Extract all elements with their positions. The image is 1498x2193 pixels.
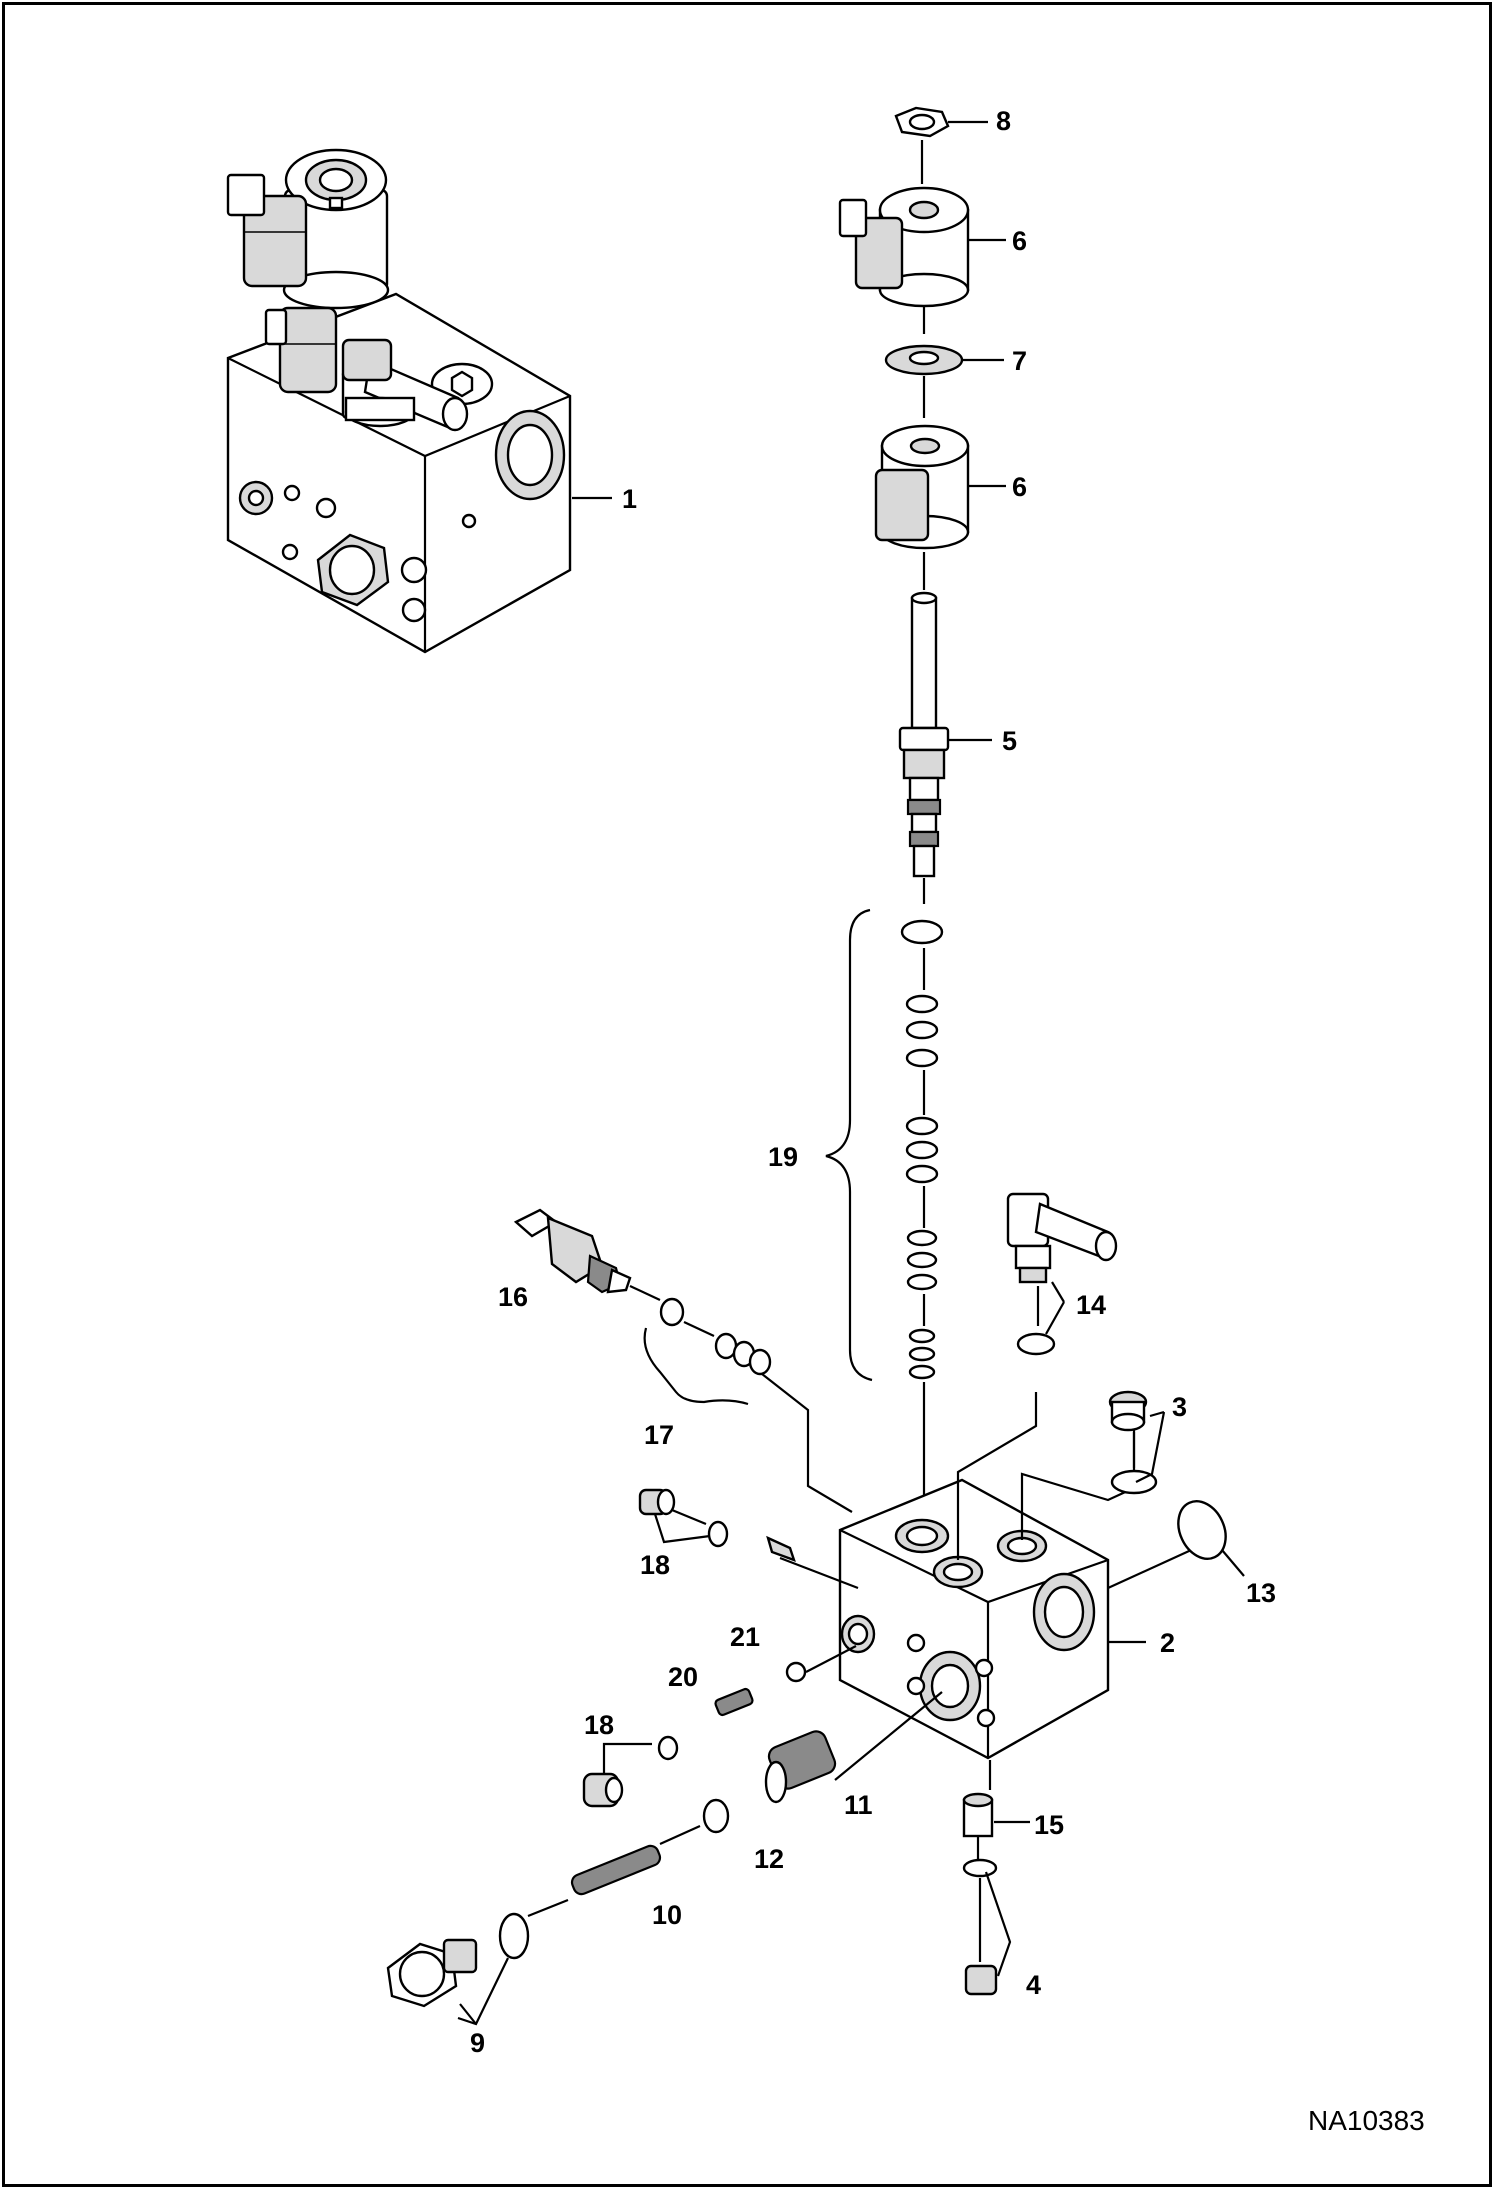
- callout-10: 10: [652, 1900, 682, 1930]
- callout-6-upper: 6: [1012, 226, 1027, 256]
- callout-7: 7: [1012, 346, 1027, 376]
- callout-4: 4: [1026, 1970, 1041, 2000]
- callout-5: 5: [1002, 726, 1017, 756]
- callout-16: 16: [498, 1282, 528, 1312]
- callout-12: 12: [754, 1844, 784, 1874]
- assembly-lines: [761, 1373, 1201, 1860]
- callout-1: 1: [622, 484, 637, 514]
- leader-lines: [572, 120, 1146, 1824]
- callout-14: 14: [1076, 1290, 1106, 1320]
- callout-3: 3: [1172, 1392, 1187, 1422]
- callout-17: 17: [644, 1420, 674, 1450]
- callout-2: 2: [1160, 1628, 1175, 1658]
- valve-assembly: [226, 148, 572, 654]
- figure-id: NA10383: [1308, 2105, 1425, 2136]
- callout-20: 20: [668, 1662, 698, 1692]
- small-parts: [386, 1192, 1245, 2026]
- callout-15: 15: [1034, 1810, 1064, 1840]
- callout-21: 21: [730, 1622, 760, 1652]
- callout-9: 9: [470, 2028, 485, 2058]
- callout-18-upper: 18: [640, 1550, 670, 1580]
- callout-labels: 1 2 3 4 5 6 6 7 8 9 10 11 12 13 14 15 16…: [470, 106, 1276, 2058]
- callout-19: 19: [768, 1142, 798, 1172]
- callout-8: 8: [996, 106, 1011, 136]
- callout-6-lower: 6: [1012, 472, 1027, 502]
- callout-13: 13: [1246, 1578, 1276, 1608]
- callout-11: 11: [844, 1790, 873, 1820]
- seal-kit-19: [825, 908, 944, 1530]
- valve-body: [838, 1478, 1110, 1760]
- callout-18-lower: 18: [584, 1710, 614, 1740]
- exploded-solenoid-stack: [838, 106, 970, 904]
